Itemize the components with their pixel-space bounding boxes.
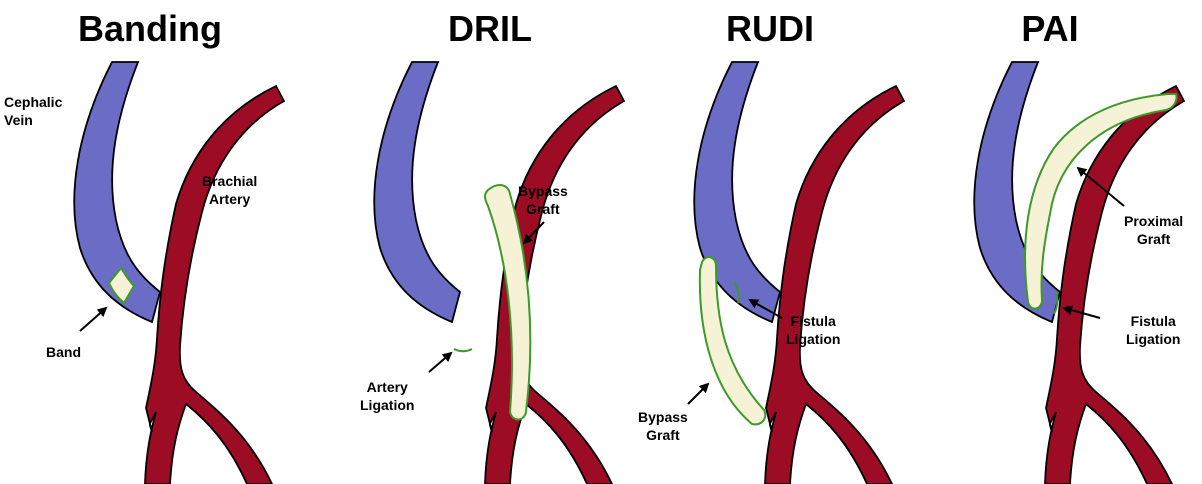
ligation-arrow bbox=[429, 353, 451, 372]
artery bbox=[765, 86, 904, 484]
brachial-artery bbox=[145, 86, 284, 484]
band-arrow bbox=[80, 308, 106, 331]
banding-illustration bbox=[0, 0, 300, 484]
artery-ligation-mark bbox=[454, 349, 472, 351]
label-band: Band bbox=[46, 343, 81, 361]
graft-arrow bbox=[688, 384, 708, 404]
vein bbox=[374, 62, 460, 322]
